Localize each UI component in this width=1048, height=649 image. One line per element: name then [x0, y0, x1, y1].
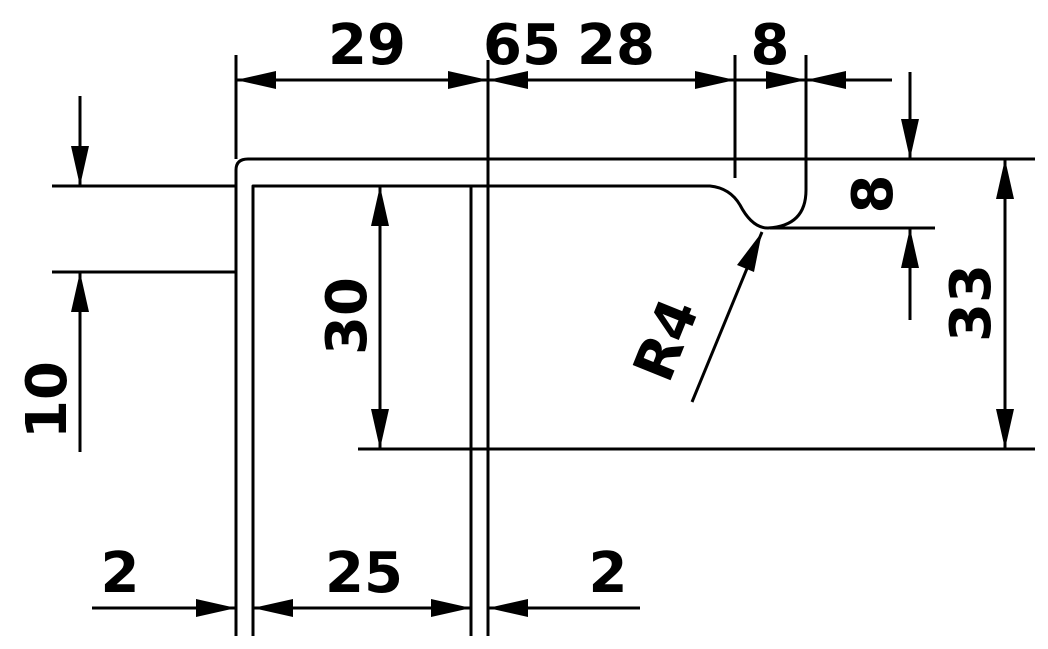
dim-8-right: 8 — [841, 175, 906, 214]
dim-65: 65 — [483, 13, 561, 78]
dim-28: 28 — [577, 13, 655, 78]
top-dimension-chain — [236, 71, 892, 89]
dim-30: 30 — [315, 277, 380, 355]
left-10-dimension — [71, 96, 89, 452]
dim-2-right: 2 — [589, 541, 628, 606]
center-30-dimension — [371, 186, 389, 449]
dim-10: 10 — [15, 361, 80, 439]
dim-25: 25 — [325, 541, 403, 606]
dim-29: 29 — [328, 13, 406, 78]
right-33-dimension — [996, 159, 1014, 449]
dim-33: 33 — [939, 264, 1004, 342]
right-8-dimension — [901, 72, 919, 320]
radius-leader — [690, 231, 764, 403]
bottom-dimension-chain — [92, 599, 640, 617]
dim-8-top: 8 — [751, 13, 790, 78]
part-outline — [234, 60, 808, 636]
dim-r4: R4 — [621, 290, 712, 390]
dim-2-left: 2 — [101, 541, 140, 606]
extension-lines — [52, 55, 1035, 451]
